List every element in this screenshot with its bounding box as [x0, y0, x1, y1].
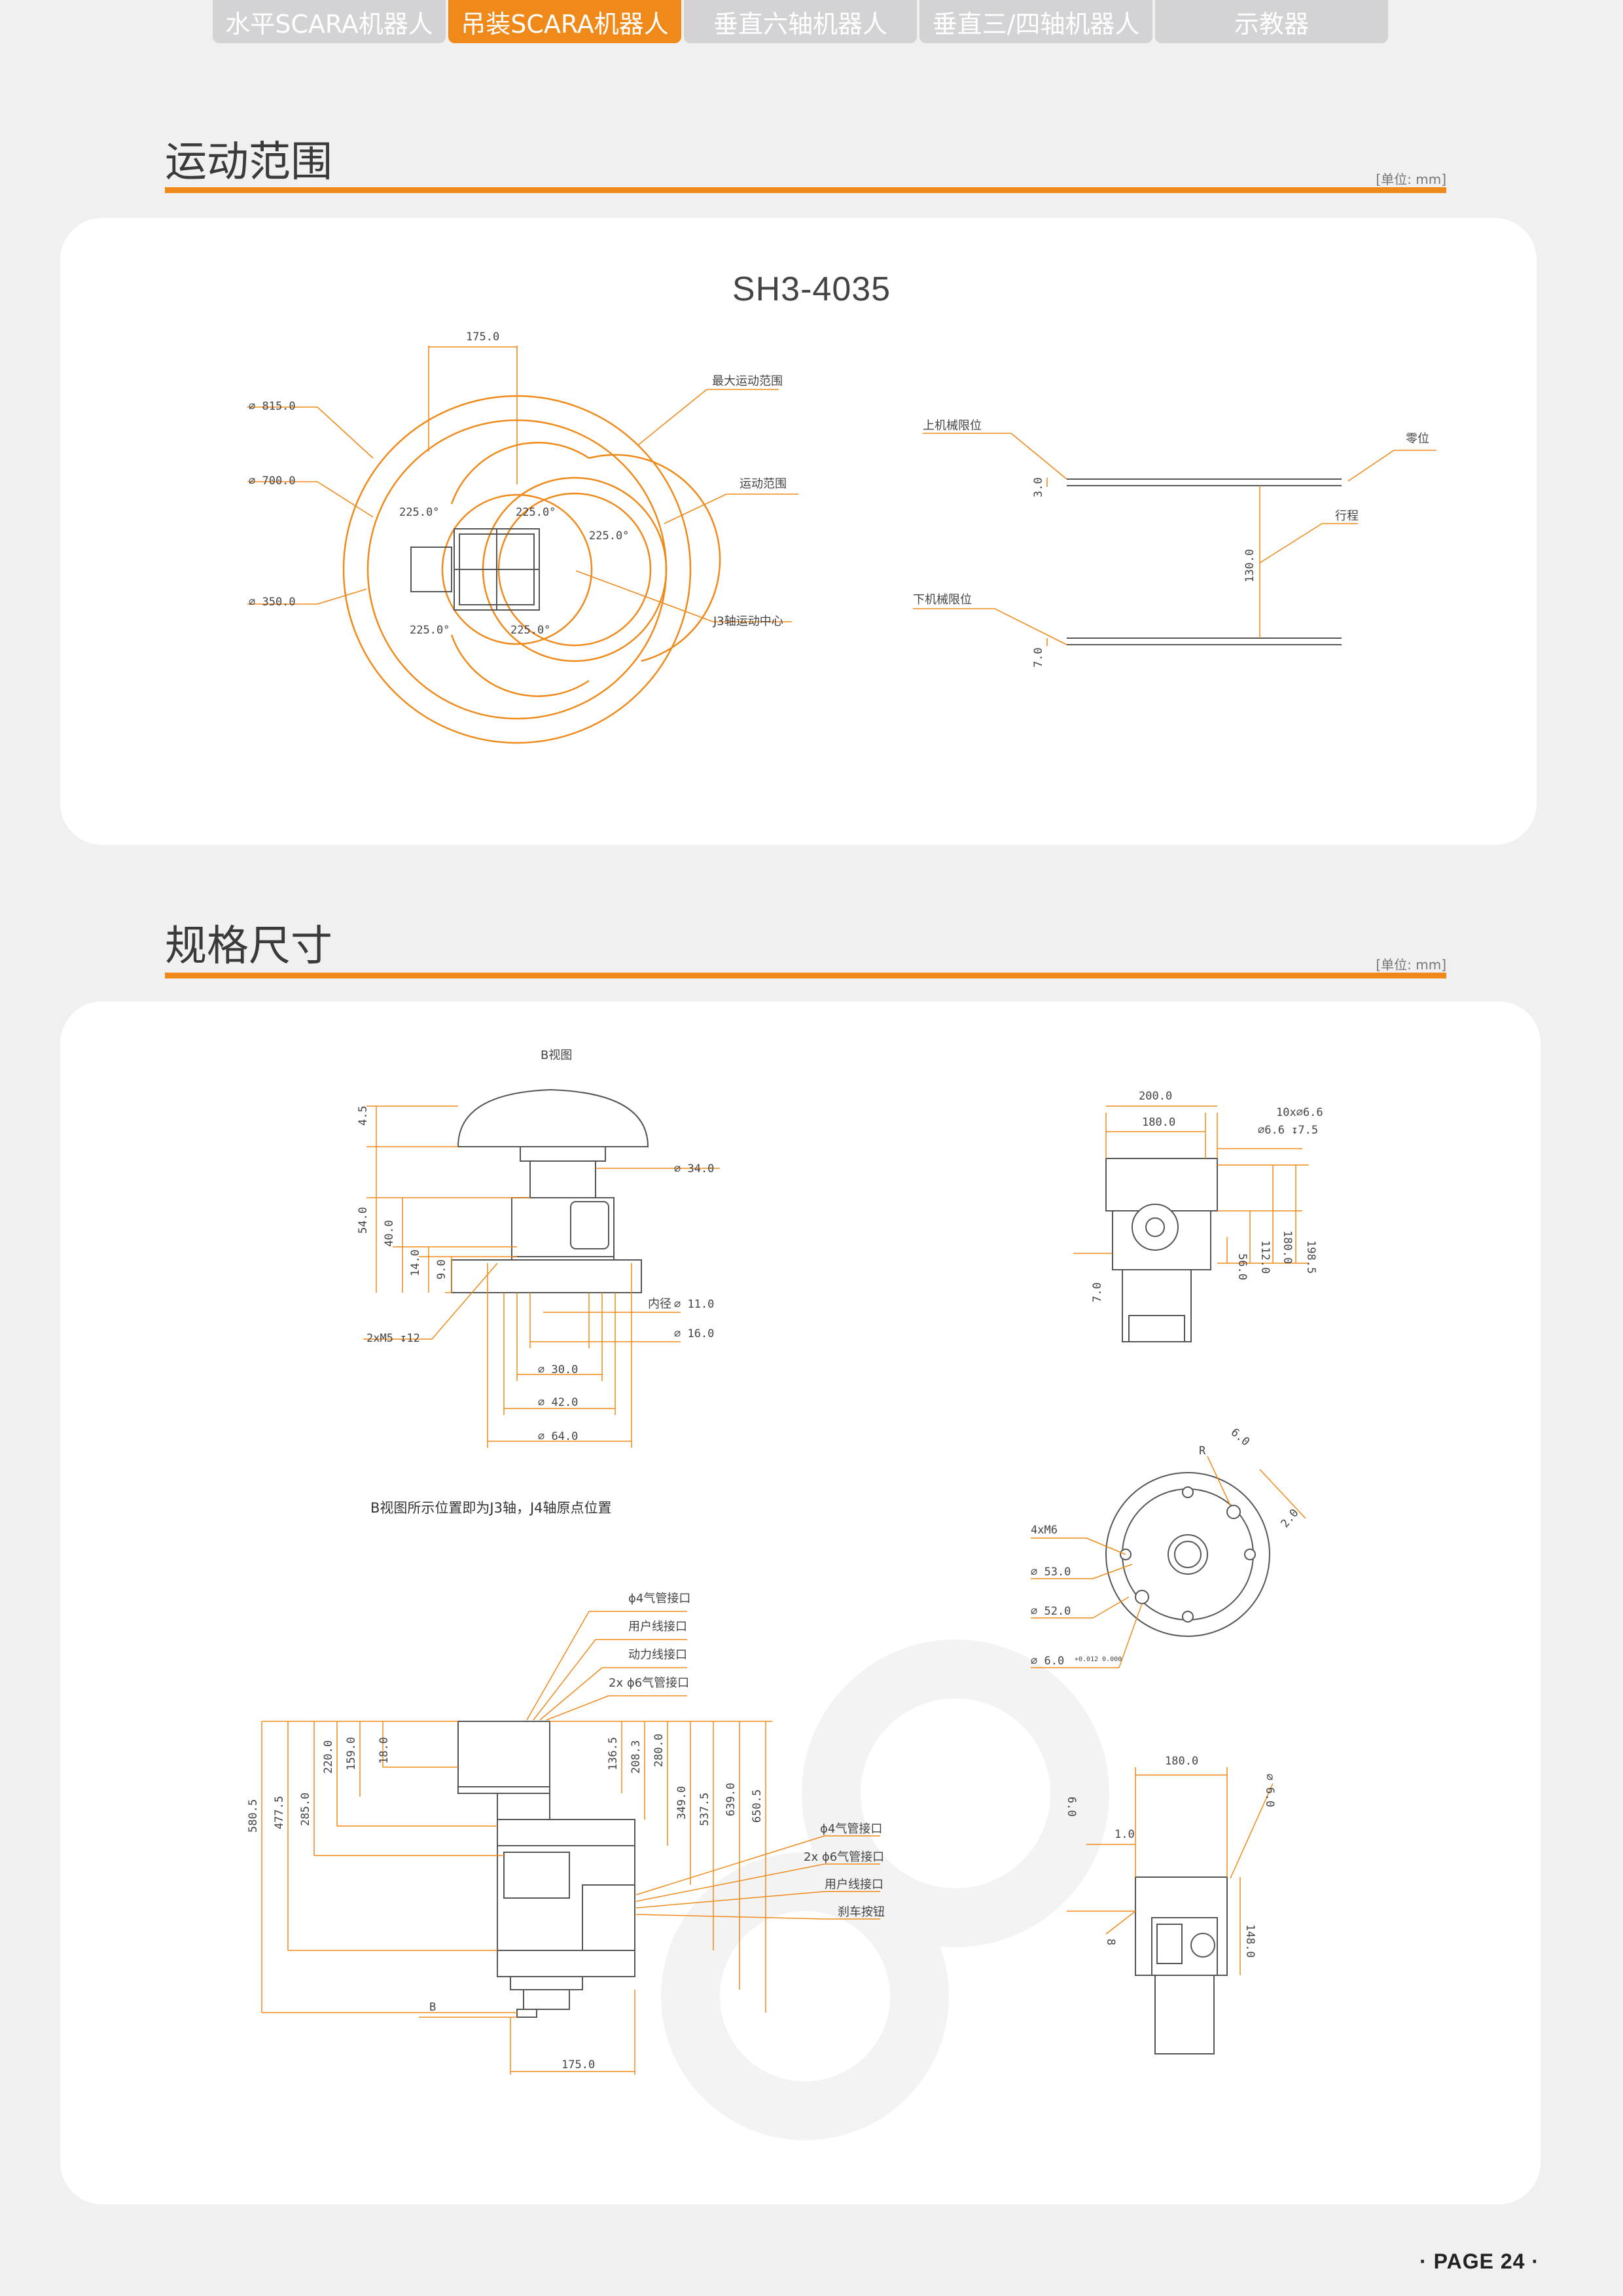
model-title: SH3-4035: [732, 270, 891, 308]
side-dim-208: 208.3: [630, 1740, 643, 1774]
side-dim-18: 18.0: [378, 1737, 391, 1764]
side-dim-136: 136.5: [607, 1737, 620, 1770]
angle-3: 225.0°: [589, 529, 629, 543]
side-dim-285: 285.0: [299, 1793, 312, 1826]
max-range-label: 最大运动范围: [712, 374, 783, 388]
top-dim-198: 198.5: [1304, 1240, 1317, 1274]
dim-d815: ∅ 815.0: [249, 400, 296, 413]
lower-limit-label: 下机械限位: [913, 593, 972, 607]
bview-dim-d64: ∅ 64.0: [538, 1430, 578, 1443]
bview-dim-d42: ∅ 42.0: [538, 1396, 578, 1409]
top-dim-112: 112.0: [1258, 1240, 1272, 1274]
bview-dim-d34: ∅ 34.0: [674, 1162, 714, 1175]
side-air4b-label: ϕ4气管接口: [820, 1822, 882, 1836]
motion-rule: [165, 187, 1446, 193]
dimensions-rule: [165, 973, 1446, 978]
bview-dim-m5: 2xM5 ↧12: [366, 1332, 420, 1345]
side-b-label: B: [429, 2001, 436, 2014]
top-dim-7: 7.0: [1091, 1282, 1104, 1302]
tab-horizontal-scara[interactable]: 水平SCARA机器人: [213, 0, 446, 43]
bview-dim-9: 9.0: [435, 1259, 448, 1280]
b-view-note: B视图所示位置即为J3轴，J4轴原点位置: [370, 1500, 612, 1516]
upper-limit-label: 上机械限位: [923, 419, 982, 433]
top-holes: 10x∅6.6: [1276, 1106, 1323, 1119]
flange-tolerance: +0.012 0.000: [1075, 1656, 1122, 1663]
motion-unit-label: [单位: mm]: [1376, 171, 1446, 187]
dim-3: 3.0: [1032, 477, 1045, 497]
side-dim-220: 220.0: [322, 1740, 335, 1774]
flange-d52: ∅ 52.0: [1031, 1605, 1071, 1618]
tab-three-four-axis[interactable]: 垂直三/四轴机器人: [919, 0, 1152, 43]
dimensions-unit-label: [单位: mm]: [1376, 957, 1446, 973]
side-dim-349: 349.0: [675, 1786, 688, 1820]
category-tabs: 水平SCARA机器人 吊装SCARA机器人 垂直六轴机器人 垂直三/四轴机器人 …: [213, 0, 1388, 43]
side-air4-label: ϕ4气管接口: [628, 1592, 690, 1605]
rear-dim-6: 6.0: [1065, 1797, 1078, 1817]
bview-dim-d11: ∅ 11.0: [674, 1298, 714, 1311]
angle-1: 225.0°: [399, 506, 439, 519]
top-dim-200: 200.0: [1139, 1090, 1172, 1103]
flange-m6: 4xM6: [1031, 1524, 1058, 1537]
side-dim-477: 477.5: [273, 1796, 286, 1829]
dim-175: 175.0: [466, 331, 499, 344]
dim-7: 7.0: [1032, 647, 1045, 668]
side-air6-label: 2x ϕ6气管接口: [609, 1676, 689, 1690]
side-user-label: 用户线接口: [628, 1620, 687, 1634]
side-dim-175: 175.0: [562, 2058, 595, 2072]
page-number: · PAGE 24 ·: [1419, 2250, 1539, 2273]
tab-ceiling-scara[interactable]: 吊装SCARA机器人: [448, 0, 681, 43]
zero-label: 零位: [1406, 432, 1429, 446]
angle-2: 225.0°: [516, 506, 556, 519]
side-dim-639: 639.0: [724, 1783, 738, 1816]
bview-inner-label: 内径: [648, 1297, 671, 1311]
bview-dim-4-5: 4.5: [357, 1105, 370, 1126]
motion-range-title: 运动范围: [165, 138, 332, 187]
rear-dim-180: 180.0: [1165, 1755, 1198, 1768]
bview-dim-d30: ∅ 30.0: [538, 1363, 578, 1376]
side-dim-580: 580.5: [247, 1799, 260, 1833]
side-power-label: 动力线接口: [628, 1648, 687, 1662]
side-userb-label: 用户线接口: [825, 1878, 883, 1892]
dim-d350: ∅ 350.0: [249, 596, 296, 609]
side-dim-537: 537.5: [698, 1793, 711, 1826]
side-dim-280: 280.0: [652, 1734, 666, 1767]
top-dim-180: 180.0: [1142, 1116, 1175, 1129]
angle-4: 225.0°: [410, 624, 450, 637]
side-brake-label: 刹车按钮: [838, 1905, 885, 1919]
rear-dim-148: 148.0: [1243, 1924, 1257, 1958]
top-dim-56: 56.0: [1236, 1253, 1249, 1280]
dim-d700: ∅ 700.0: [249, 475, 296, 488]
motion-range-panel: [60, 218, 1537, 845]
tab-six-axis[interactable]: 垂直六轴机器人: [684, 0, 917, 43]
side-dim-650: 650.5: [751, 1789, 764, 1823]
j3-center-label: J3轴运动中心: [713, 615, 783, 628]
b-view-title: B视图: [541, 1049, 572, 1062]
bview-dim-54: 54.0: [357, 1207, 370, 1234]
tab-teach-pendant[interactable]: 示教器: [1155, 0, 1388, 43]
bview-dim-40: 40.0: [383, 1220, 396, 1247]
flange-d53: ∅ 53.0: [1031, 1566, 1071, 1579]
dimensions-title: 规格尺寸: [165, 922, 332, 971]
angle-5: 225.0°: [510, 624, 550, 637]
flange-d6: ∅ 6.0: [1031, 1655, 1064, 1668]
side-air6b-label: 2x ϕ6气管接口: [804, 1850, 884, 1864]
bview-dim-14: 14.0: [409, 1249, 422, 1276]
range-label: 运动范围: [740, 477, 787, 491]
flange-d6-top: 6.0: [1228, 1426, 1252, 1449]
rear-dim-8: 8: [1104, 1939, 1117, 1945]
top-counterbore: ∅6.6 ↧7.5: [1258, 1124, 1318, 1137]
rear-dim-d6: ∅ 6.0: [1263, 1774, 1276, 1807]
top-dim-180v: 180.0: [1281, 1230, 1294, 1264]
dimensions-panel: [60, 1001, 1541, 2204]
bview-dim-d16: ∅ 16.0: [674, 1327, 714, 1340]
flange-r: R: [1199, 1444, 1206, 1458]
rear-dim-1: 1.0: [1115, 1828, 1135, 1841]
side-dim-159: 159.0: [345, 1737, 358, 1770]
dim-130: 130.0: [1243, 549, 1257, 583]
travel-label: 行程: [1335, 509, 1359, 523]
